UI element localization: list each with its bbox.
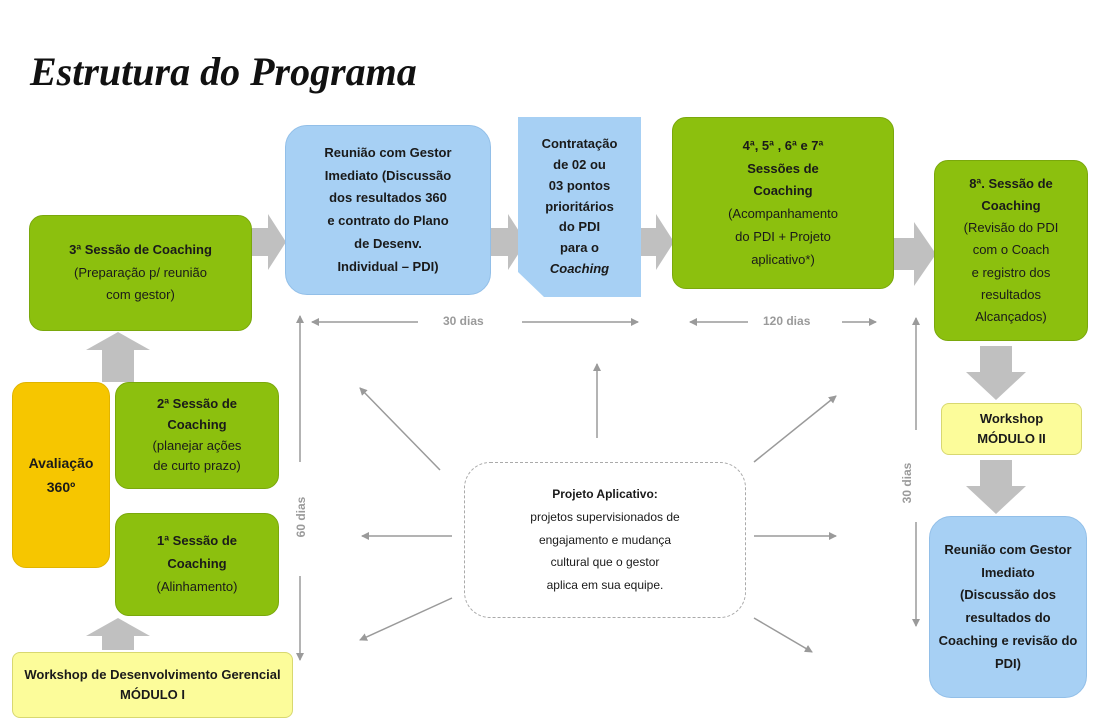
sessao2-box: 2ª Sessão de Coaching (planejar ações de…: [115, 382, 279, 489]
projeto-aplicativo-title: Projeto Aplicativo:: [552, 487, 658, 501]
sessao3-desc-1: (Preparação p/ reunião: [74, 264, 207, 280]
sessao2-line-1: 2ª Sessão de: [157, 395, 237, 411]
workshop-modulo1-line-1: Workshop de Desenvolvimento Gerencial: [24, 666, 281, 682]
duration-label-120-dias: 120 dias: [763, 314, 811, 328]
sessao8-box: 8ª. Sessão de Coaching (Revisão do PDI c…: [934, 160, 1088, 341]
reuniao-gestor2-line-2: Imediato: [981, 564, 1035, 580]
contratacao-line-3: 03 pontos: [548, 177, 611, 193]
block-arrow-sessoes-to-sessao8: [893, 222, 936, 286]
reuniao-gestor-line-6: Individual – PDI): [337, 258, 439, 274]
block-arrow-workshop1-to-sessao1: [86, 618, 150, 650]
sessao8-line-3: (Revisão do PDI: [963, 220, 1059, 236]
workshop-modulo2-box: Workshop MÓDULO II: [941, 403, 1082, 455]
reuniao-gestor2-line-4: resultados do: [965, 610, 1051, 625]
avaliacao-360-line-2: 360º: [46, 479, 76, 495]
sessao3-desc-2: com gestor): [106, 287, 175, 303]
sessao8-line-1: 8ª. Sessão de: [969, 176, 1053, 192]
reuniao-gestor2-line-6: PDI): [995, 655, 1021, 671]
contratacao-line-6: para o: [559, 240, 599, 256]
sessao1-line-2: Coaching: [167, 556, 227, 572]
projeto-aplicativo-line-4: cultural que o gestor: [550, 555, 660, 570]
sessao1-box: 1ª Sessão de Coaching (Alinhamento): [115, 513, 279, 616]
block-arrow-sessao2-to-sessao3: [86, 332, 150, 382]
avaliacao-360-line-1: Avaliação: [28, 454, 94, 471]
sessao3-box: 3ª Sessão de Coaching (Preparação p/ reu…: [29, 215, 252, 331]
sessao1-line-3: (Alinhamento): [156, 578, 238, 594]
sessoes-4-a-7-box: 4ª, 5ª , 6ª e 7ª Sessões de Coaching (Ac…: [672, 117, 894, 289]
sessoes-4-a-7-line-1: 4ª, 5ª , 6ª e 7ª: [742, 137, 824, 153]
workshop-modulo1-box: Workshop de Desenvolvimento Gerencial MÓ…: [12, 652, 293, 718]
reuniao-gestor-line-3: dos resultados 360: [329, 190, 447, 206]
sessao3-title: 3ª Sessão de Coaching: [69, 241, 212, 257]
sessao1-line-1: 1ª Sessão de: [157, 533, 237, 549]
reuniao-gestor-line-4: e contrato do Plano: [327, 213, 449, 228]
radial-arrow-down-right: [753, 617, 813, 653]
sessao8-line-5: e registro dos: [971, 264, 1051, 280]
sessao2-line-4: de curto prazo): [153, 458, 241, 474]
avaliacao-360-box: Avaliação 360º: [12, 382, 110, 568]
block-arrow-contratacao-to-sessoes: [640, 214, 674, 270]
contratacao-box: Contratação de 02 ou 03 pontos prioritár…: [518, 117, 641, 297]
sessoes-4-a-7-line-4: (Acompanhamento: [728, 206, 838, 221]
sessoes-4-a-7-line-5: do PDI + Projeto: [735, 228, 831, 244]
contratacao-line-5: do PDI: [558, 219, 601, 235]
block-arrow-reuniao-to-contratacao: [490, 214, 526, 270]
reuniao-gestor-line-5: de Desenv.: [354, 235, 422, 251]
sessoes-4-a-7-line-2: Sessões de: [747, 160, 819, 176]
projeto-aplicativo-line-3: engajamento e mudança: [538, 532, 672, 547]
reuniao-gestor-line-2: Imediato (Discussão: [324, 167, 452, 183]
projeto-aplicativo-line-2: projetos supervisionados de: [530, 509, 680, 524]
duration-label-30-dias: 30 dias: [443, 314, 484, 328]
sessao8-line-4: com o Coach: [972, 242, 1050, 258]
radial-arrow-down-left: [359, 597, 453, 641]
radial-arrow-up-right: [753, 395, 837, 463]
contratacao-line-7: Coaching: [549, 260, 610, 276]
duration-label-60-dias: 60 dias: [294, 496, 308, 538]
reuniao-gestor2-line-1: Reunião com Gestor: [944, 541, 1072, 557]
sessao2-line-2: Coaching: [167, 416, 227, 432]
reuniao-gestor-box: Reunião com Gestor Imediato (Discussão d…: [285, 125, 491, 295]
reuniao-gestor2-line-3: (Discussão dos: [959, 587, 1057, 603]
duration-label-30-dias-vertical: 30 dias: [900, 462, 914, 504]
block-arrow-sessao8-to-workshop2: [966, 346, 1026, 400]
reuniao-gestor2-line-5: Coaching e revisão do: [938, 632, 1078, 648]
block-arrow-workshop2-to-reuniao2: [966, 460, 1026, 514]
projeto-aplicativo-line-5: aplica em sua equipe.: [546, 578, 664, 593]
workshop-modulo1-line-2: MÓDULO I: [120, 687, 185, 702]
sessao8-line-7: Alcançados): [975, 308, 1047, 324]
sessao8-line-2: Coaching: [981, 198, 1041, 214]
sessoes-4-a-7-line-6: aplicativo*): [751, 251, 815, 267]
sessao8-line-6: resultados: [981, 286, 1041, 302]
workshop-modulo2-line-2: MÓDULO II: [977, 431, 1046, 446]
block-arrow-sessao3-to-reuniao: [252, 214, 286, 270]
contratacao-line-1: Contratação: [541, 136, 618, 152]
workshop-modulo2-line-1: Workshop: [979, 410, 1044, 426]
sessao2-line-3: (planejar ações: [152, 437, 242, 453]
page-title: Estrutura do Programa: [30, 49, 417, 94]
contratacao-line-2: de 02 ou: [553, 157, 606, 172]
radial-arrow-up-left: [359, 387, 441, 471]
contratacao-line-4: prioritários: [545, 198, 614, 214]
sessoes-4-a-7-line-3: Coaching: [753, 183, 813, 199]
reuniao-gestor-line-1: Reunião com Gestor: [324, 144, 452, 160]
projeto-aplicativo-box: Projeto Aplicativo: projetos supervision…: [464, 462, 746, 618]
reuniao-gestor2-box: Reunião com Gestor Imediato (Discussão d…: [929, 516, 1087, 698]
